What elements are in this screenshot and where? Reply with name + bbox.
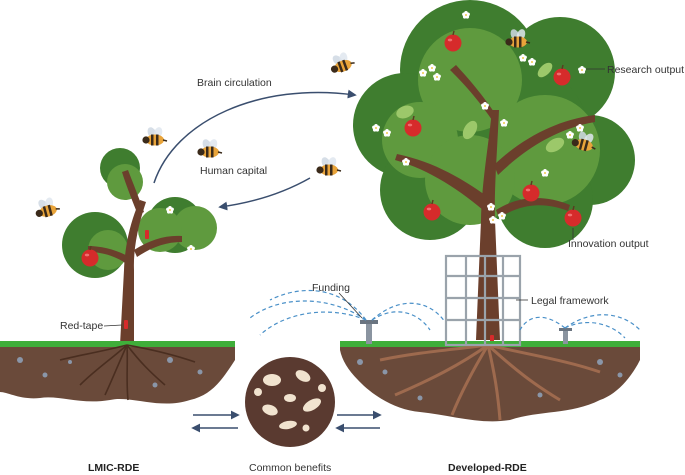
brain-circulation-label: Brain circulation <box>197 77 272 89</box>
human-capital-arrow <box>218 177 311 211</box>
microbes-icon <box>245 357 335 447</box>
funding-water-spray <box>249 289 641 339</box>
lmic-roots <box>59 344 196 401</box>
red-tape-label: Red-tape <box>60 320 103 332</box>
lmic-tree-trunk <box>88 170 182 345</box>
bee-icon <box>196 137 223 159</box>
developed-rde-label: Developed-RDE <box>448 462 527 474</box>
sprinkler-icon <box>360 320 572 344</box>
common-benefit-arrows <box>191 410 382 433</box>
innovation-output-label: Innovation output <box>568 238 649 250</box>
brain-circulation-arrow <box>153 89 357 184</box>
legal-framework-cage <box>444 254 522 347</box>
bee-icon <box>315 155 342 177</box>
lmic-soil <box>0 341 235 404</box>
research-output-label: Research output <box>607 64 684 76</box>
lmic-rde-label: LMIC-RDE <box>88 462 139 474</box>
bee-icon <box>31 193 62 221</box>
bee-icon <box>141 125 168 147</box>
leader-lines <box>103 68 605 327</box>
developed-roots <box>379 343 601 421</box>
funding-label: Funding <box>312 282 350 294</box>
human-capital-label: Human capital <box>200 165 267 177</box>
bee-icon <box>325 47 357 77</box>
legal-framework-label: Legal framework <box>531 295 609 307</box>
common-benefits-label: Common benefits <box>249 462 331 474</box>
